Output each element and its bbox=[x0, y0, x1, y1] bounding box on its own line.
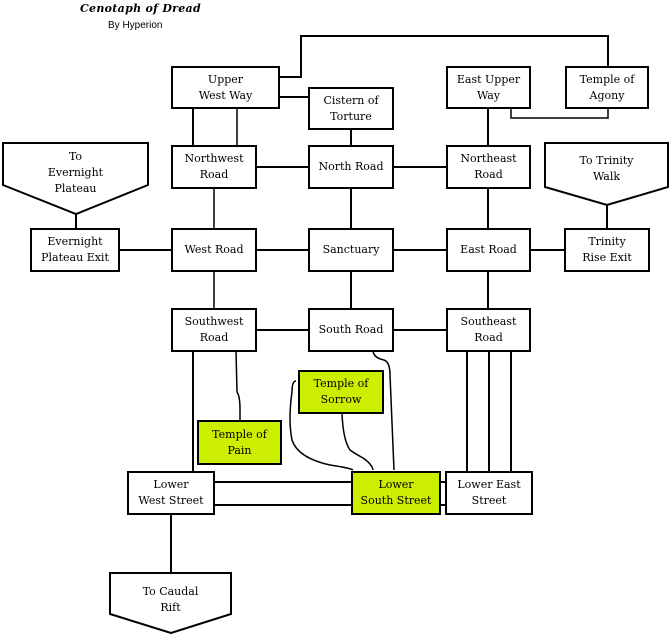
room-label: Temple of Agony bbox=[579, 72, 635, 102]
room-label: Cistern of Torture bbox=[323, 93, 379, 123]
room-lower-east-street[interactable]: Lower East Street bbox=[445, 471, 533, 515]
room-west-road[interactable]: West Road bbox=[171, 228, 257, 272]
room-label: East Road bbox=[460, 243, 517, 256]
room-temple-of-agony[interactable]: Temple of Agony bbox=[565, 66, 649, 109]
room-sanctuary[interactable]: Sanctuary bbox=[308, 228, 394, 272]
room-label: Upper West Way bbox=[198, 72, 253, 102]
exit-to-evernight-plateau[interactable]: To Evernight Plateau bbox=[47, 150, 104, 195]
exit-shape-evernight-plateau bbox=[1, 142, 149, 216]
room-south-road[interactable]: South Road bbox=[308, 308, 394, 352]
room-label: Temple of Sorrow bbox=[313, 377, 369, 406]
room-label: Trinity Rise Exit bbox=[582, 235, 632, 264]
connector-south-to-lower-south bbox=[372, 350, 395, 471]
room-temple-of-sorrow[interactable]: Temple of Sorrow bbox=[298, 370, 384, 414]
room-label: Northeast Road bbox=[460, 152, 517, 181]
room-label: Southeast Road bbox=[460, 315, 517, 344]
room-label: South Road bbox=[318, 323, 384, 336]
room-east-road[interactable]: East Road bbox=[446, 228, 531, 272]
map-title: Cenotaph of Dread bbox=[80, 2, 201, 15]
room-label: North Road bbox=[318, 160, 384, 173]
room-trinity-rise-exit[interactable]: Trinity Rise Exit bbox=[564, 228, 650, 272]
room-label: East Upper Way bbox=[456, 72, 521, 102]
exit-shape-caudal-rift bbox=[109, 572, 232, 634]
room-southeast-road[interactable]: Southeast Road bbox=[446, 308, 531, 352]
connector-east-upper-to-agony bbox=[510, 108, 609, 119]
room-northeast-road[interactable]: Northeast Road bbox=[446, 145, 531, 189]
room-upper-west-way[interactable]: Upper West Way bbox=[171, 66, 280, 109]
connector-upper-west-to-agony bbox=[280, 35, 609, 78]
room-temple-of-pain[interactable]: Temple of Pain bbox=[197, 420, 282, 465]
room-label: Northwest Road bbox=[184, 152, 244, 181]
connector-sorrow-loop-to-lower-south bbox=[289, 380, 354, 471]
exit-to-caudal-rift[interactable]: To Caudal Rift bbox=[142, 585, 199, 614]
room-north-road[interactable]: North Road bbox=[308, 145, 394, 189]
room-evernight-plateau-exit[interactable]: Evernight Plateau Exit bbox=[30, 228, 120, 272]
room-label: Southwest Road bbox=[184, 315, 244, 344]
room-cistern-of-torture[interactable]: Cistern of Torture bbox=[308, 87, 394, 130]
room-lower-south-street[interactable]: Lower South Street bbox=[351, 471, 441, 515]
room-label: Evernight Plateau Exit bbox=[41, 235, 109, 264]
map-author: By Hyperion bbox=[108, 20, 163, 31]
room-label: Lower East Street bbox=[457, 478, 521, 507]
exit-to-trinity-walk[interactable]: To Trinity Walk bbox=[579, 154, 634, 183]
room-label: Lower South Street bbox=[360, 478, 432, 507]
room-label: Temple of Pain bbox=[212, 427, 267, 457]
room-southwest-road[interactable]: Southwest Road bbox=[171, 308, 257, 352]
exit-shape-trinity-walk bbox=[544, 142, 669, 207]
room-label: Lower West Street bbox=[138, 478, 204, 507]
room-northwest-road[interactable]: Northwest Road bbox=[171, 145, 257, 189]
room-label: Sanctuary bbox=[322, 243, 380, 256]
room-east-upper-way[interactable]: East Upper Way bbox=[446, 66, 531, 109]
room-lower-west-street[interactable]: Lower West Street bbox=[127, 471, 215, 515]
room-label: West Road bbox=[184, 243, 244, 256]
connector-southwest-to-pain bbox=[235, 350, 241, 420]
connector-sorrow-to-lower-south bbox=[341, 412, 374, 471]
